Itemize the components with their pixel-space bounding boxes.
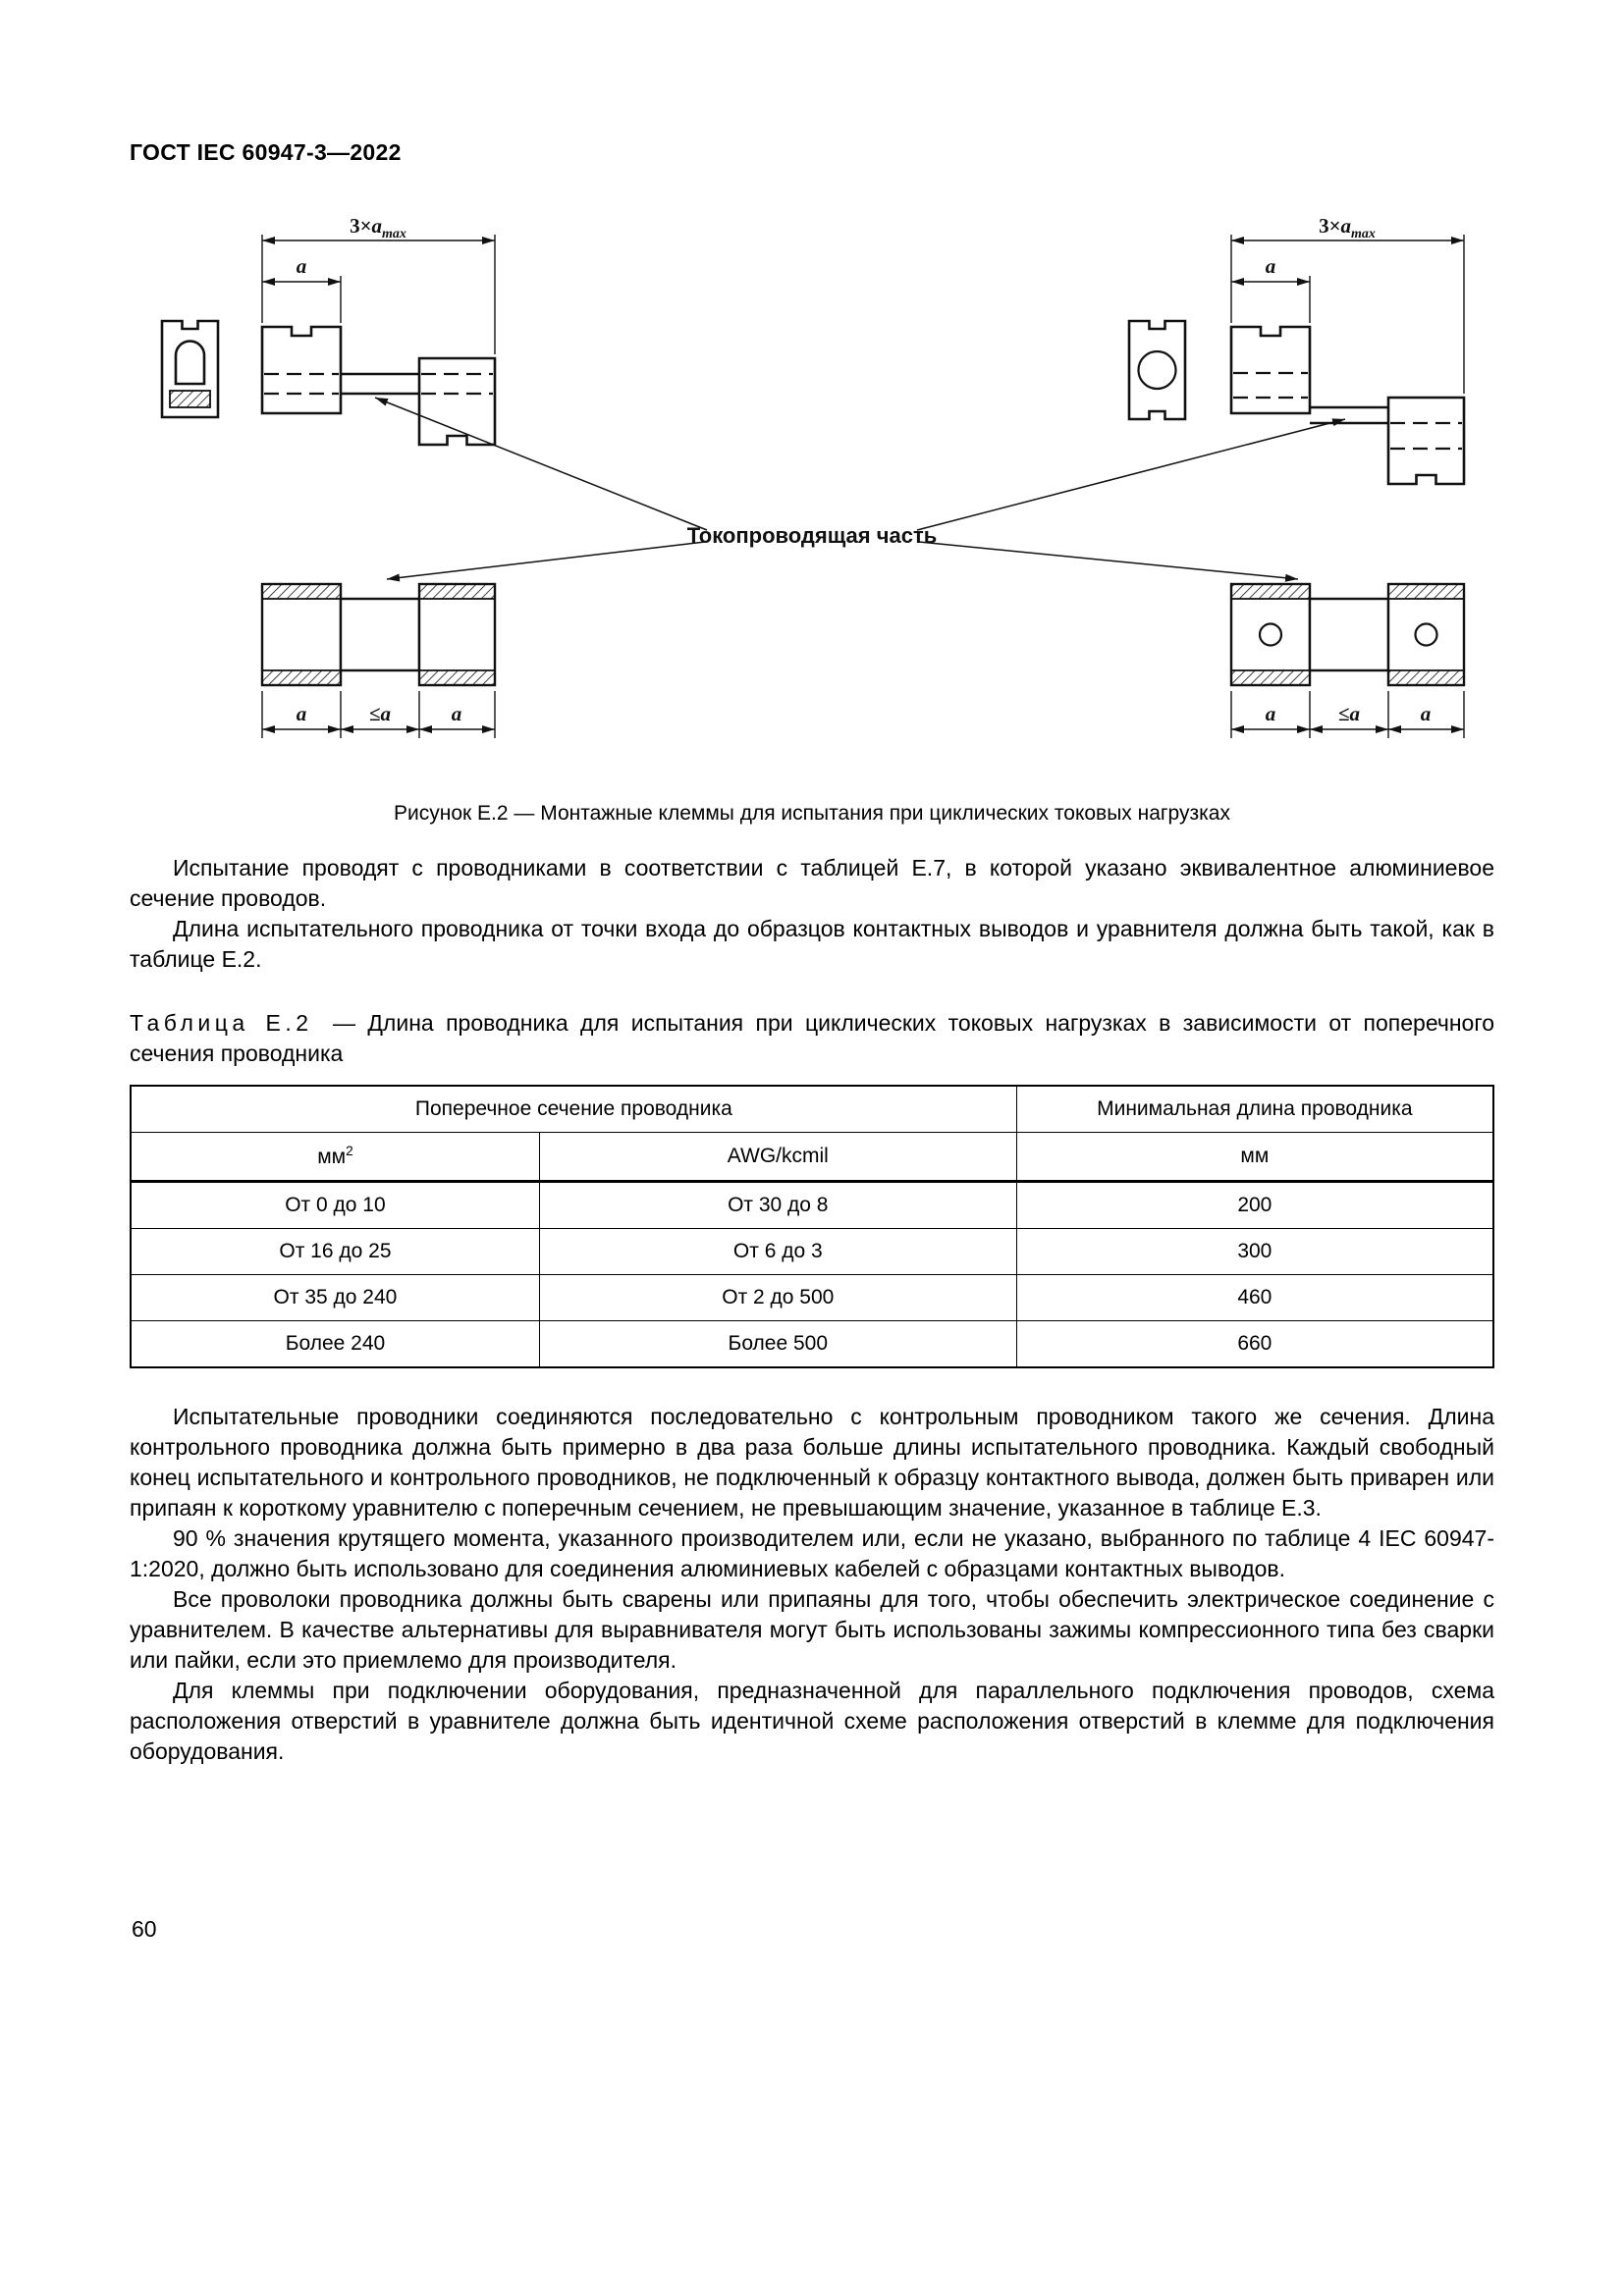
left-dim-a2-label: a <box>452 702 462 725</box>
left-terminal-diagram: 3×amax a a ≤a a <box>160 214 497 738</box>
right-small-terminal <box>1127 319 1187 421</box>
conductive-part-label: Токопроводящая часть <box>687 523 938 548</box>
right-conductor-strip <box>1310 405 1388 425</box>
right-dimension-lines <box>1231 237 1464 733</box>
cell-length: 660 <box>1015 1320 1494 1368</box>
subheader-awg: AWG/kcmil <box>538 1132 1017 1183</box>
cell-mm2: От 0 до 10 <box>130 1181 540 1229</box>
cell-length: 200 <box>1015 1181 1494 1229</box>
table-row: От 16 до 25 От 6 до 3 300 <box>130 1228 1494 1275</box>
cell-length: 460 <box>1015 1274 1494 1321</box>
left-dim-lea-label: ≤a <box>369 702 391 725</box>
right-second-terminal-block <box>1386 396 1466 486</box>
table-row: От 0 до 10 От 30 до 8 200 <box>130 1181 1494 1229</box>
doc-header: ГОСТ IEC 60947-3—2022 <box>130 139 402 165</box>
cell-mm2: От 16 до 25 <box>130 1228 540 1275</box>
col-header-cross-section: Поперечное сечение проводника <box>130 1085 1017 1133</box>
conductive-part-callout: Токопроводящая часть <box>374 397 1346 582</box>
left-dimension-lines <box>262 237 495 733</box>
table-group-header-row: Поперечное сечение проводника Минимальна… <box>130 1085 1494 1133</box>
body-paragraph-4: Для клеммы при подключении оборудования,… <box>130 1678 1494 1764</box>
page-number: 60 <box>132 1916 157 1942</box>
right-dim-a2-label: a <box>1421 702 1432 725</box>
table-title-text: — Длина проводника для испытания при цик… <box>130 1010 1495 1066</box>
cell-length: 300 <box>1015 1228 1494 1275</box>
intro-paragraph-2: Длина испытательного проводника от точки… <box>130 916 1494 972</box>
intro-paragraph-1: Испытание проводят с проводниками в соот… <box>130 855 1494 911</box>
right-main-terminal-block <box>1229 325 1312 415</box>
body-paragraph-3: Все проволоки проводника должны быть сва… <box>130 1586 1494 1673</box>
right-terminal-diagram: 3×amax a a ≤a a <box>1127 214 1466 738</box>
left-dim-3amax-label: 3×amax <box>350 214 406 241</box>
figure-caption: Рисунок Е.2 — Монтажные клеммы для испыт… <box>394 802 1230 825</box>
body-paragraph-1: Испытательные проводники соединяются пос… <box>130 1404 1494 1521</box>
cell-awg: От 2 до 500 <box>538 1274 1017 1321</box>
left-conductor-strip <box>341 372 419 396</box>
figure-e2: 3×amax a a ≤a a <box>130 211 1494 826</box>
right-dim-lea-label: ≤a <box>1338 702 1360 725</box>
subheader-mm2: мм2 <box>130 1132 540 1183</box>
page-content: ГОСТ IEC 60947-3—2022 <box>130 139 1494 1764</box>
table-title: Таблица Е.2 — Длина проводника для испыт… <box>130 1008 1494 1069</box>
col-header-min-length: Минимальная длина проводника <box>1015 1085 1494 1133</box>
cell-awg: Более 500 <box>538 1320 1017 1368</box>
left-extension-lines <box>261 235 496 738</box>
subheader-mm: мм <box>1015 1132 1494 1183</box>
right-busbar <box>1229 582 1466 687</box>
cell-awg: От 30 до 8 <box>538 1181 1017 1229</box>
right-dim-a1-label: a <box>1266 702 1276 725</box>
table-row: От 35 до 240 От 2 до 500 460 <box>130 1274 1494 1321</box>
left-small-terminal <box>160 319 220 419</box>
left-dim-a1-label: a <box>297 702 307 725</box>
table-label: Таблица Е.2 <box>130 1010 313 1036</box>
right-dim-a-top-label: a <box>1266 254 1276 278</box>
callout-leader-lines <box>374 397 1346 582</box>
right-dim-3amax-label: 3×amax <box>1319 214 1376 241</box>
left-second-terminal-block <box>417 356 497 447</box>
figure-e2-drawing: 3×amax a a ≤a a <box>160 214 1466 738</box>
left-dim-a-top-label: a <box>297 254 307 278</box>
cell-mm2: Более 240 <box>130 1320 540 1368</box>
cell-awg: От 6 до 3 <box>538 1228 1017 1275</box>
table-subheader-row: мм2 AWG/kcmil мм <box>130 1132 1494 1183</box>
left-main-terminal-block <box>260 325 343 415</box>
table-e2: Поперечное сечение проводника Минимальна… <box>130 1085 1494 1368</box>
body-paragraph-2: 90 % значения крутящего момента, указанн… <box>130 1525 1494 1581</box>
left-busbar <box>260 582 497 687</box>
cell-mm2: От 35 до 240 <box>130 1274 540 1321</box>
table-row: Более 240 Более 500 660 <box>130 1320 1494 1368</box>
